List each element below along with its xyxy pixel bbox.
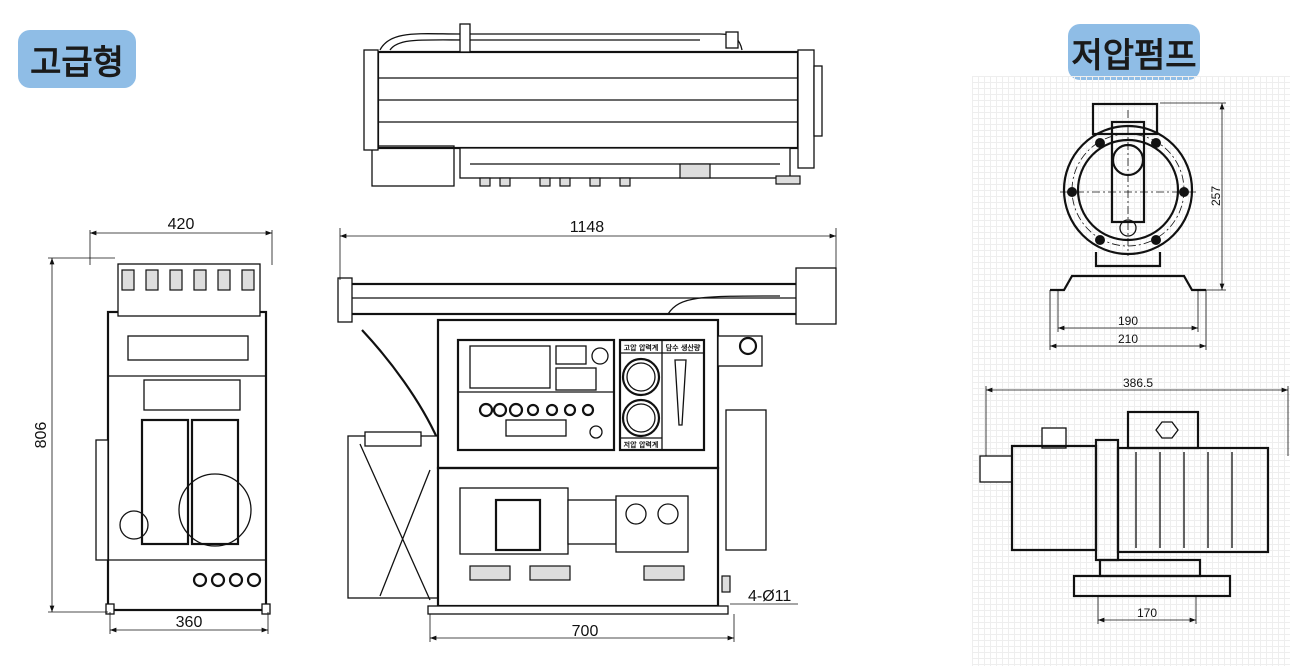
front-view-dimensions — [339, 228, 837, 642]
pump-side-view-drawing — [979, 410, 1270, 598]
badge-low-pressure-pump: 저압펌프 — [1068, 24, 1200, 80]
badge-low-pressure-pump-label: 저압펌프 — [1071, 35, 1197, 76]
front-view-base-length-label: 700 — [572, 623, 599, 640]
side-view-width-bottom-label: 360 — [176, 614, 203, 631]
front-view-drawing — [337, 267, 837, 615]
pump-side-view-dimensions — [985, 386, 1289, 624]
pump-motor-fins — [1135, 452, 1233, 548]
side-view-height-label: 806 — [33, 422, 50, 449]
panel-high-pressure-gauge-label: 고압 압력계 — [624, 343, 659, 352]
panel-low-pressure-gauge-label: 저압 압력계 — [624, 440, 659, 449]
front-panel-knobs — [478, 402, 595, 418]
side-view-valve-block — [121, 269, 255, 291]
side-view-ports — [192, 572, 262, 588]
top-view-drawing — [363, 23, 823, 187]
front-view-mount-holes-label: 4-Ø11 — [748, 588, 791, 605]
side-view-dimensions — [48, 230, 273, 634]
pump-length-label: 386.5 — [1123, 376, 1153, 390]
side-view-drawing — [95, 263, 271, 615]
panel-fresh-water-output-label: 담수 생산량 — [666, 343, 701, 352]
pump-front-view-dimensions — [1049, 102, 1226, 350]
pump-outer-width-label: 210 — [1118, 332, 1138, 346]
front-view-overall-length-label: 1148 — [570, 219, 605, 236]
badge-premium-model: 고급형 — [18, 30, 136, 88]
pump-base-width-label: 170 — [1137, 606, 1157, 620]
pump-inner-width-label: 190 — [1118, 314, 1138, 328]
pump-height-label: 257 — [1209, 186, 1223, 206]
badge-premium-model-label: 고급형 — [30, 42, 124, 83]
side-view-width-top-label: 420 — [168, 216, 195, 233]
top-view-fittings — [479, 163, 801, 187]
pump-front-view-drawing — [1050, 102, 1206, 292]
